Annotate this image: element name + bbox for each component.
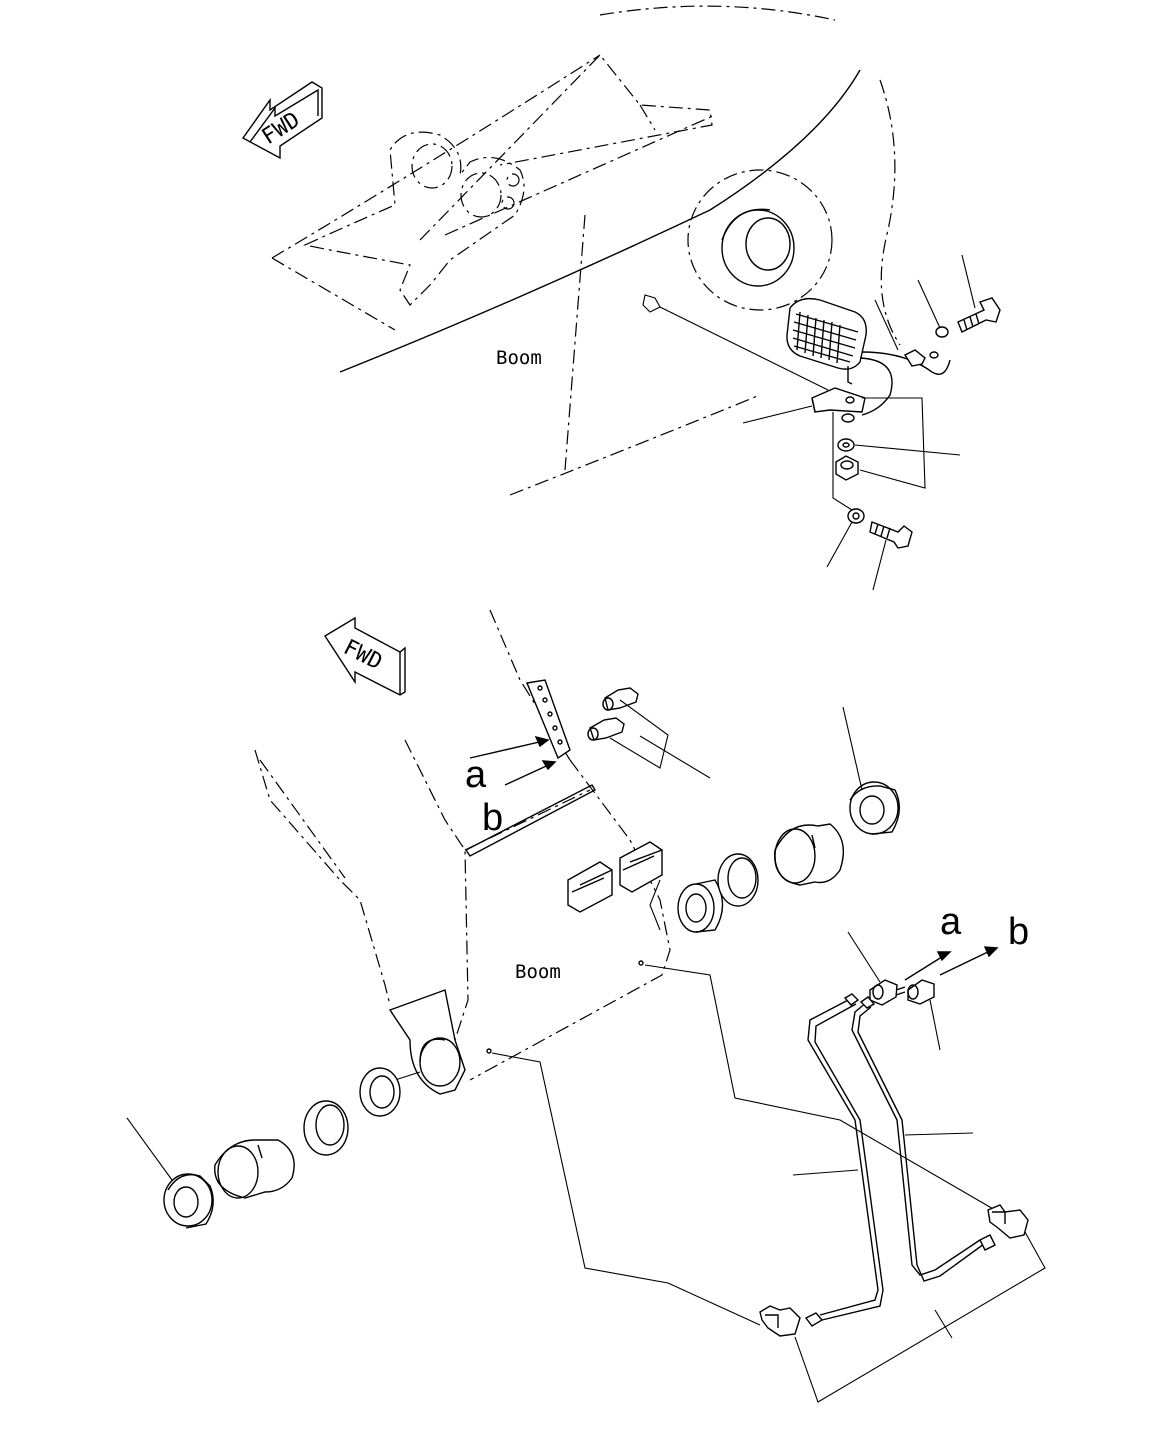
lamp-bracket [811,387,866,413]
fwd-arrow-top: FWD [241,81,323,160]
port-b-label-in: b [482,797,503,839]
port-a-label-in: a [465,754,487,796]
lamp-leaders [642,254,976,591]
boom-foot [388,989,466,1095]
lube-leaders [486,960,996,1326]
grease-plate [526,679,571,760]
lamp-fasteners [835,297,1001,549]
lube-tubes [792,993,985,1321]
fwd-arrow-bottom: FWD [324,616,406,696]
upper-fittings: a b [847,901,1029,1051]
grease-fittings-top [587,687,711,779]
lower-elbows [759,1204,1046,1403]
fwd-label-top: FWD [258,107,305,150]
port-a-label-out: a [940,901,962,943]
pin-boss-top [687,169,833,311]
center-brackets [567,841,663,931]
boom-lug-top [303,131,525,306]
boom-outline-bottom [254,609,671,1081]
left-pin-assembly [126,1067,421,1229]
port-b-label-out: b [1008,911,1029,953]
arrows-in: a b [465,735,557,839]
boom-label-top: Boom [496,347,542,369]
boom-outline-top [271,5,901,496]
boom-label-bottom: Boom [515,961,561,983]
right-pin-assembly [677,706,900,933]
work-lamp [786,297,951,416]
